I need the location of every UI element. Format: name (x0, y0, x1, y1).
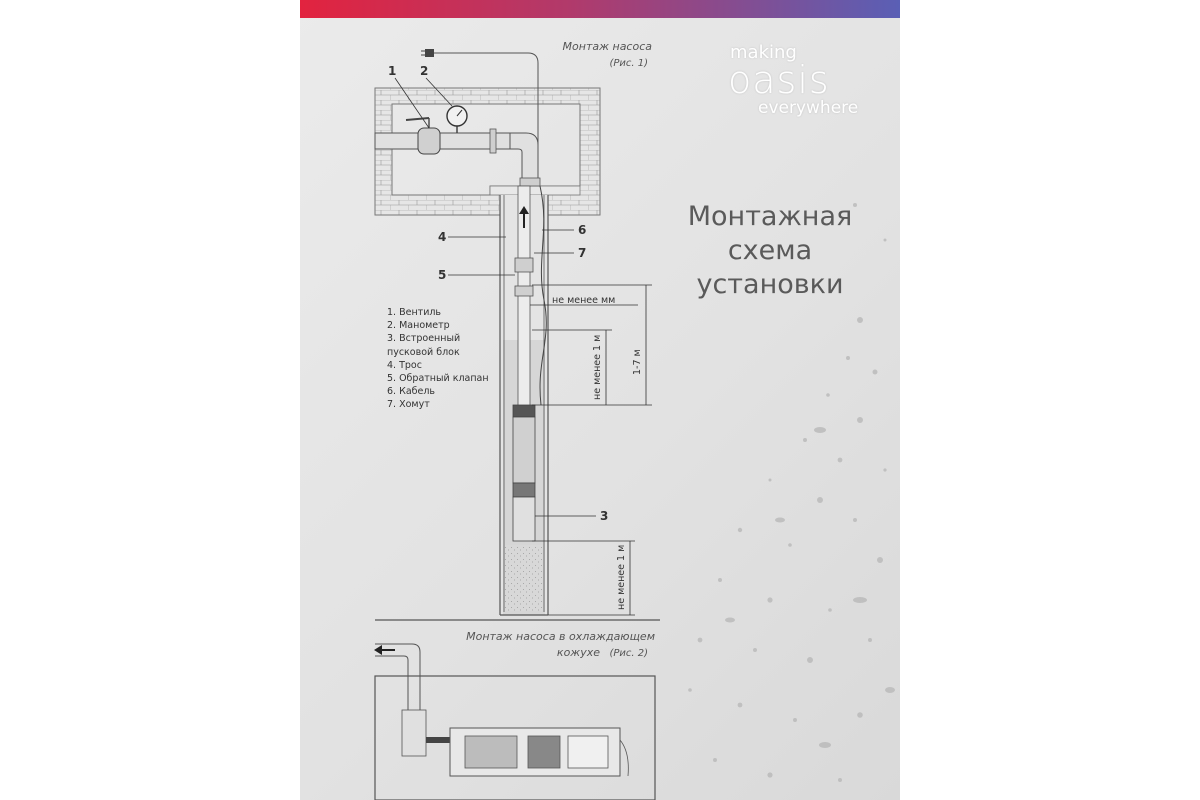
pressure-gauge (446, 105, 468, 133)
figure1-ref: (Рис. 1) (609, 58, 648, 69)
callout-4: 4 (438, 230, 446, 244)
legend-item: 7. Хомут (387, 399, 430, 411)
title-line-3: установки (696, 269, 844, 300)
callout-2: 2 (420, 64, 428, 78)
legend-item: 3. Встроенный (387, 333, 461, 345)
water-splash (688, 203, 895, 782)
dim-mid-label: не менее 1 м (592, 335, 603, 400)
figure2-caption-line1: Монтаж насоса в охлаждающем (466, 630, 655, 643)
discharge-pipe (374, 128, 541, 187)
title-line-1: Монтажная (687, 201, 853, 232)
installation-diagram: 1 2 4 5 6 7 3 не менее мм 1-7 м не менее… (374, 40, 895, 800)
legend-item: 6. Кабель (387, 386, 436, 398)
callout-6: 6 (578, 223, 586, 237)
callout-1: 1 (388, 64, 396, 78)
brand-making: making (730, 42, 797, 63)
figure2-tank (374, 643, 656, 800)
callout-3: 3 (600, 509, 608, 523)
legend-item: 4. Трос (387, 359, 422, 371)
plug-icon (421, 49, 434, 57)
brand-everywhere: everywhere (758, 98, 859, 118)
brand-oasis: oasis (728, 58, 830, 102)
callouts (394, 77, 596, 517)
top-gradient-bar (300, 0, 900, 18)
legend-item: пусковой блок (387, 346, 460, 358)
callout-7: 7 (578, 246, 586, 260)
dim-top-label: не менее мм (552, 295, 615, 306)
pump-cable (539, 185, 547, 406)
page-title: Монтажная схема установки (670, 200, 870, 302)
dim-range-label: 1-7 м (632, 349, 643, 375)
callout-5: 5 (438, 268, 446, 282)
figure2-ref: (Рис. 2) (609, 648, 648, 659)
legend-item: 1. Вентиль (387, 307, 442, 318)
legend: 1. Вентиль 2. Манометр 3. Встроенный пус… (387, 306, 489, 412)
figure2-caption-line2: кожухе (557, 646, 600, 659)
title-line-2: схема (727, 235, 813, 266)
figure1-caption: Монтаж насоса (563, 40, 653, 53)
legend-item: 2. Манометр (387, 320, 450, 332)
dimension-lines (530, 284, 652, 616)
riser-pipe (514, 185, 534, 407)
power-cable (433, 52, 539, 178)
pump-body (512, 404, 536, 542)
inflow-arrow-icon (374, 645, 395, 655)
valve (405, 117, 441, 155)
legend-item: 5. Обратный клапан (387, 373, 489, 385)
dim-bottom-label: не менее 1 м (616, 545, 627, 610)
brick-chamber (374, 87, 601, 216)
poster: 1 2 4 5 6 7 3 не менее мм 1-7 м не менее… (300, 0, 900, 800)
